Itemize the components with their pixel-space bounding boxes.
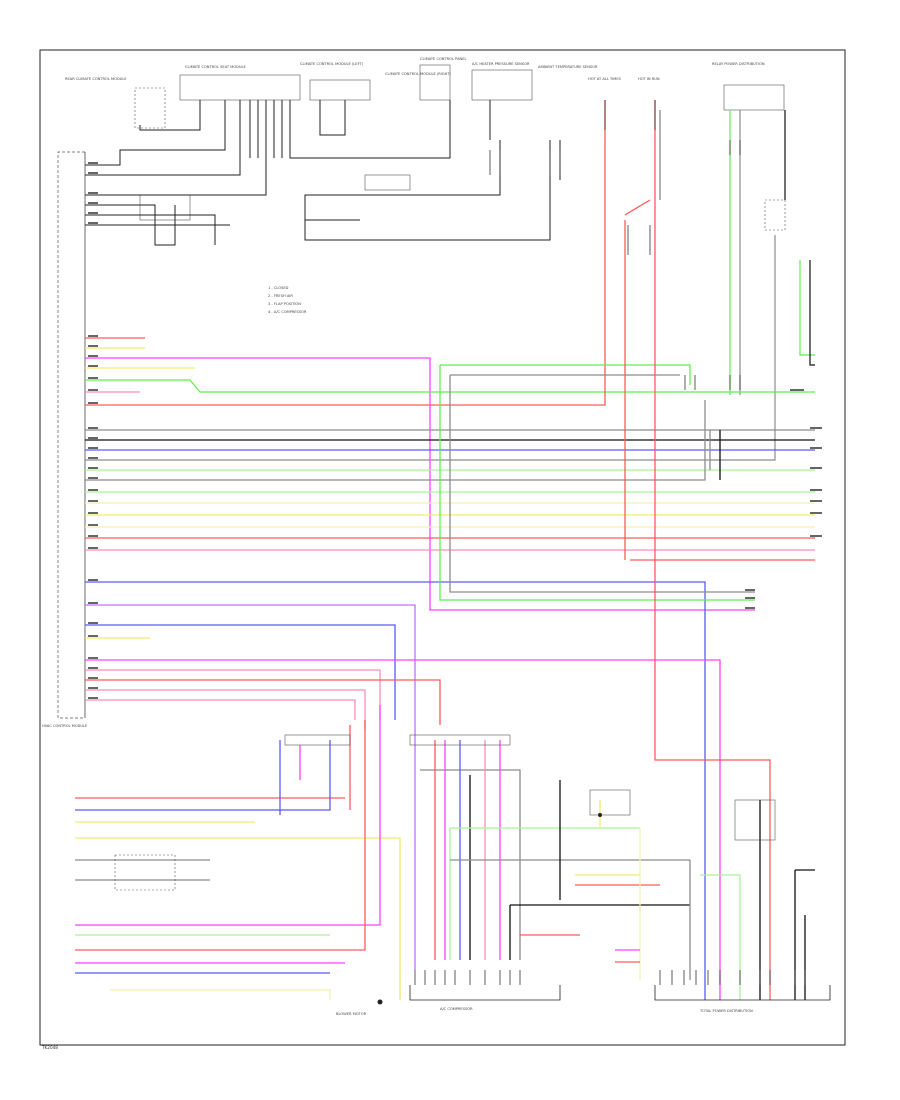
right-upper-wires (85, 110, 815, 461)
label-ambient-temp-sensor: AMBIENT TEMPERATURE SENSOR (538, 65, 598, 69)
label-hvac-control-module: HVAC CONTROL MODULE (42, 724, 88, 728)
lower-middle-wires (420, 740, 815, 1000)
note-line-3: 3 - FLAP POSITION (268, 302, 301, 306)
label-climate-panel: CLIMATE CONTROL PANEL (420, 57, 467, 61)
label-seat-module: CLIMATE CONTROL SEAT MODULE (185, 65, 247, 69)
label-rear-climate-control: REAR CLIMATE CONTROL MODULE (65, 77, 127, 81)
diagram-frame (39, 49, 846, 1046)
connector-ticks (414, 100, 806, 985)
label-climate-right: CLIMATE CONTROL MODULE (RIGHT) (385, 72, 452, 76)
horizontal-wire-bundle (85, 100, 815, 1000)
hvac-module-outline (57, 151, 85, 719)
label-relay-power-dist: RELAY POWER DISTRIBUTION (712, 62, 765, 66)
top-components (134, 64, 786, 231)
label-ac-pressure-sensor: A/C HEATER PRESSURE SENSOR (472, 62, 530, 66)
note-line-1: 1 - CLOSED (268, 286, 289, 290)
label-total-power-dist: TOTAL POWER DISTRIBUTION (699, 1009, 753, 1013)
label-climate-left: CLIMATE CONTROL MODULE (LEFT) (300, 62, 364, 66)
note-line-2: 2 - FRESH AIR (268, 294, 293, 298)
label-hot-at-all-times: HOT AT ALL TIMES (588, 77, 622, 81)
footer-code: TK2048 (41, 1045, 58, 1050)
lower-left-wires (75, 705, 401, 1000)
label-ac-compressor: A/C COMPRESSOR (440, 1007, 473, 1011)
pin-markers (88, 162, 822, 699)
label-blower-motor: BLOWER MOTOR (336, 1012, 367, 1016)
bottom-components (114, 734, 831, 1005)
upper-black-wires (85, 100, 561, 246)
note-line-4: 4 - A/C COMPRESSOR (268, 310, 307, 314)
label-hot-in-run: HOT IN RUN (638, 77, 660, 81)
